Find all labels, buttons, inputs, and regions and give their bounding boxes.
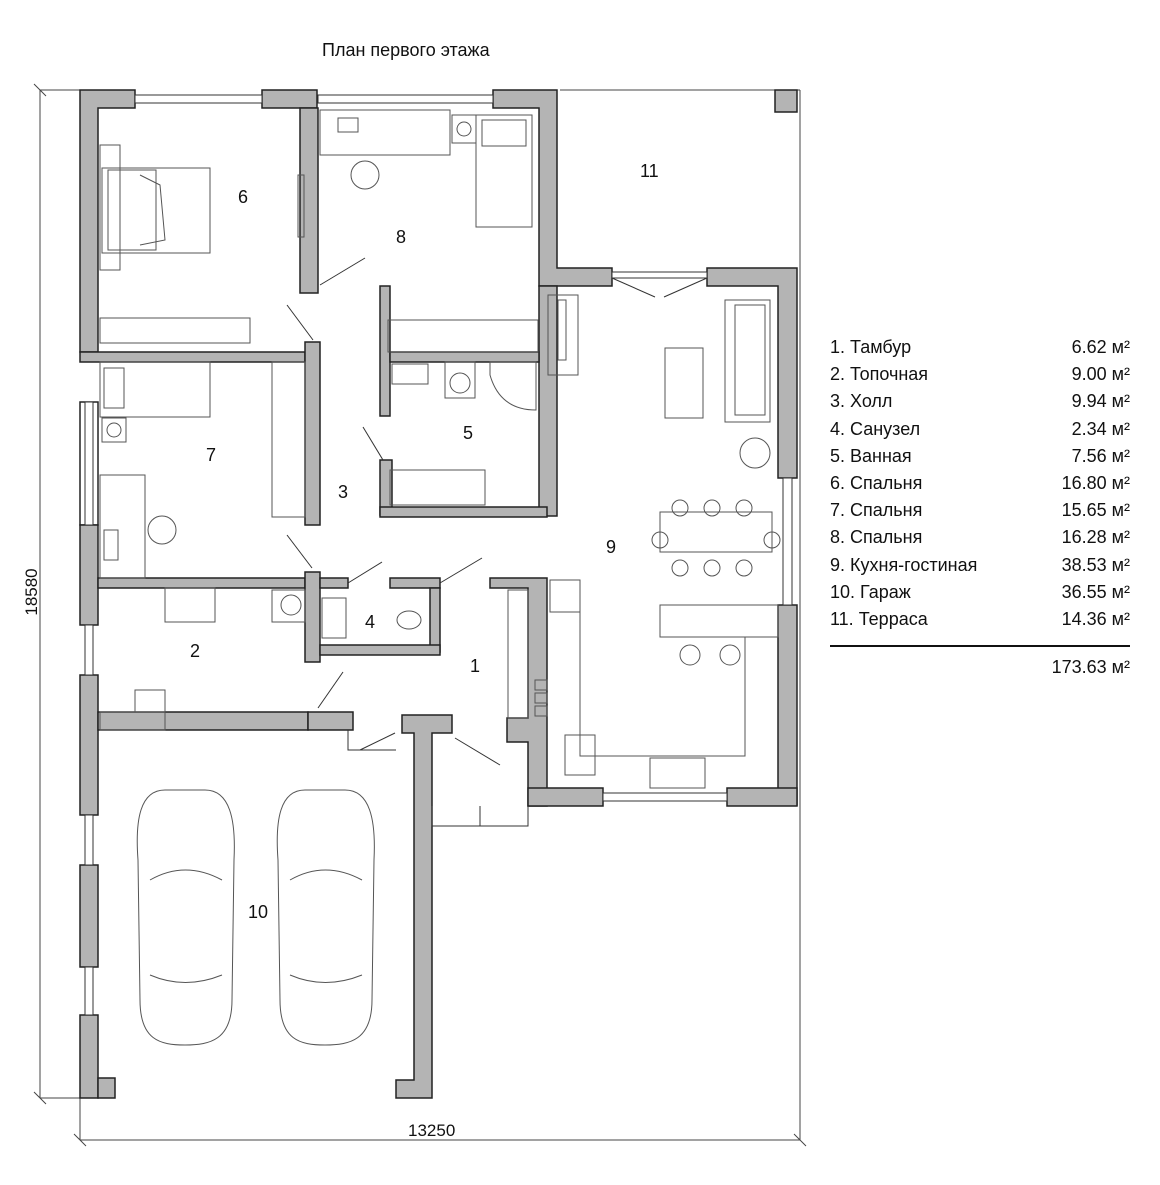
room-number-8: 8 — [396, 227, 406, 247]
doors — [286, 257, 708, 827]
room-numbers: 1 2 3 4 5 6 7 8 9 10 11 — [190, 161, 659, 922]
dimension-lines — [33, 83, 807, 1147]
room-number-1: 1 — [470, 656, 480, 676]
total-area: 173.63 м² — [1051, 657, 1130, 678]
room-number-7: 7 — [206, 445, 216, 465]
room-number-10: 10 — [248, 902, 268, 922]
height-dimension: 18580 — [22, 568, 41, 616]
room-number-3: 3 — [338, 482, 348, 502]
room-number-9: 9 — [606, 537, 616, 557]
room-number-11: 11 — [640, 161, 659, 181]
room-number-2: 2 — [190, 641, 200, 661]
room-number-5: 5 — [463, 423, 473, 443]
walls — [79, 89, 798, 1099]
legend-divider — [830, 645, 1130, 648]
furniture — [99, 109, 781, 1046]
room-number-4: 4 — [365, 612, 375, 632]
room-number-6: 6 — [238, 187, 248, 207]
width-dimension: 13250 — [408, 1121, 456, 1140]
windows — [84, 94, 793, 1016]
plan-title: План первого этажа — [322, 40, 490, 60]
